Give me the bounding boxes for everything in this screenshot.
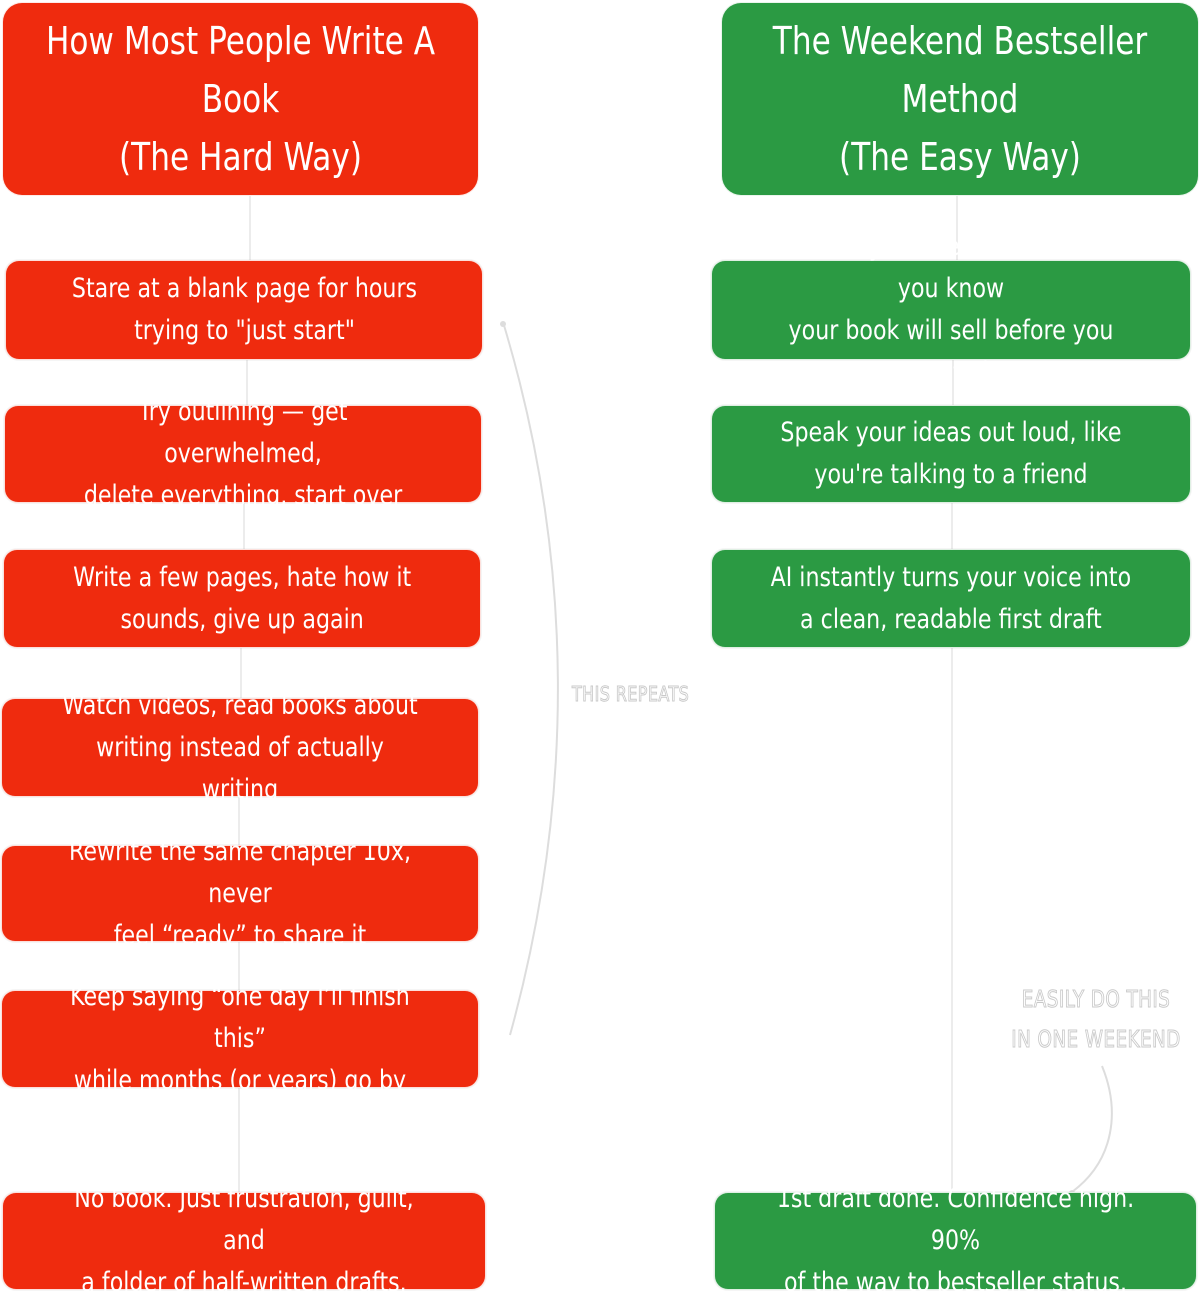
repeat-note: THIS REPEATS xyxy=(572,682,690,707)
easy-way-result: 1st draft done. Confidence high. 90% of … xyxy=(714,1183,1197,1298)
step-text: Keep saying “one day I’ll finish this” w… xyxy=(70,981,410,1096)
easy-way-step-1: Validate your idea in minutes so you kno… xyxy=(711,231,1191,388)
hard-way-result: No book. Just frustration, guilt, and a … xyxy=(2,1183,486,1298)
step-text: Stare at a blank page for hours trying t… xyxy=(71,273,417,346)
step-text: Speak your ideas out loud, like you're t… xyxy=(780,417,1122,490)
hard-way-step-2: Try outlining — get overwhelmed, delete … xyxy=(4,396,482,511)
repeat-loop-arrow xyxy=(502,321,559,1036)
repeat-loop-arrowhead xyxy=(500,321,506,327)
hard-way-step-6: Keep saying “one day I’ll finish this” w… xyxy=(1,981,479,1096)
hard-way-step-5: Rewrite the same chapter 10x, never feel… xyxy=(1,836,479,951)
easy-way-step-2: Speak your ideas out loud, like you're t… xyxy=(711,405,1191,503)
step-text: Try outlining — get overwhelmed, delete … xyxy=(83,396,403,511)
step-text: Validate your idea in minutes so you kno… xyxy=(772,231,1130,388)
step-text: Rewrite the same chapter 10x, never feel… xyxy=(68,835,411,951)
weekend-note-arrow xyxy=(1071,1065,1113,1193)
step-text: AI instantly turns your voice into a cle… xyxy=(770,561,1132,635)
hard-way-step-4: Watch videos, read books about writing i… xyxy=(1,690,479,805)
hard-way-step-3: Write a few pages, hate how it sounds, g… xyxy=(3,549,481,648)
hard-way-header: How Most People Write A Book (The Hard W… xyxy=(2,2,479,196)
weekend-note: EASILY DO THIS IN ONE WEEKEND xyxy=(1011,987,1181,1054)
step-text: Watch videos, read books about writing i… xyxy=(62,689,418,805)
step-text: 1st draft done. Confidence high. 90% of … xyxy=(776,1183,1135,1298)
hard-way-title: How Most People Write A Book (The Hard W… xyxy=(45,19,436,179)
easy-way-header: The Weekend Bestseller Method (The Easy … xyxy=(721,2,1199,196)
step-text: Write a few pages, hate how it sounds, g… xyxy=(72,561,412,635)
easy-way-title: The Weekend Bestseller Method (The Easy … xyxy=(772,19,1148,179)
step-text: No book. Just frustration, guilt, and a … xyxy=(74,1183,414,1298)
easy-way-step-3: AI instantly turns your voice into a cle… xyxy=(711,549,1191,648)
hard-way-step-1: Stare at a blank page for hours trying t… xyxy=(5,260,483,360)
